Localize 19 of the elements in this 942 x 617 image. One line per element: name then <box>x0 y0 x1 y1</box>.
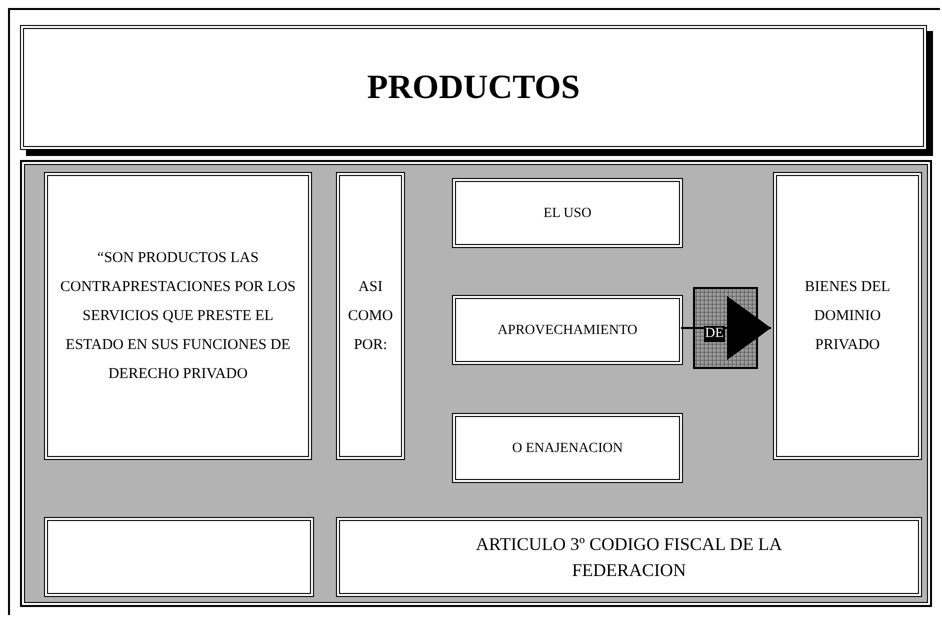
box-text: ARTICULO 3º CODIGO FISCAL DE LA FEDERACION <box>474 533 784 582</box>
text-box <box>336 172 405 460</box>
box-text: EL USO <box>542 204 593 222</box>
box-text: O ENAJENACION <box>511 440 624 458</box>
text-box <box>452 178 683 248</box>
box-text: APROVECHAMIENTO <box>496 322 638 340</box>
box-text: “SON PRODUCTOS LAS CONTRAPRESTACIONES POR LOS SERVICIOS QUE PRESTE EL ESTADO EN SUS FUNCIONES DE DERECHO PRIVADO <box>59 248 297 384</box>
empty-box <box>44 517 314 597</box>
text-box <box>773 172 922 460</box>
title-text: PRODUCTOS <box>367 68 580 106</box>
text-box <box>44 172 312 460</box>
box-text: ASI COMO POR: <box>346 278 394 354</box>
text-box <box>336 517 922 597</box>
box-text: BIENES DEL DOMINIO PRIVADO <box>804 278 892 354</box>
content-panel <box>20 160 932 607</box>
edge-label: DE <box>704 326 725 342</box>
arrow <box>681 296 771 360</box>
text-box <box>452 295 683 365</box>
text-box <box>452 413 683 483</box>
